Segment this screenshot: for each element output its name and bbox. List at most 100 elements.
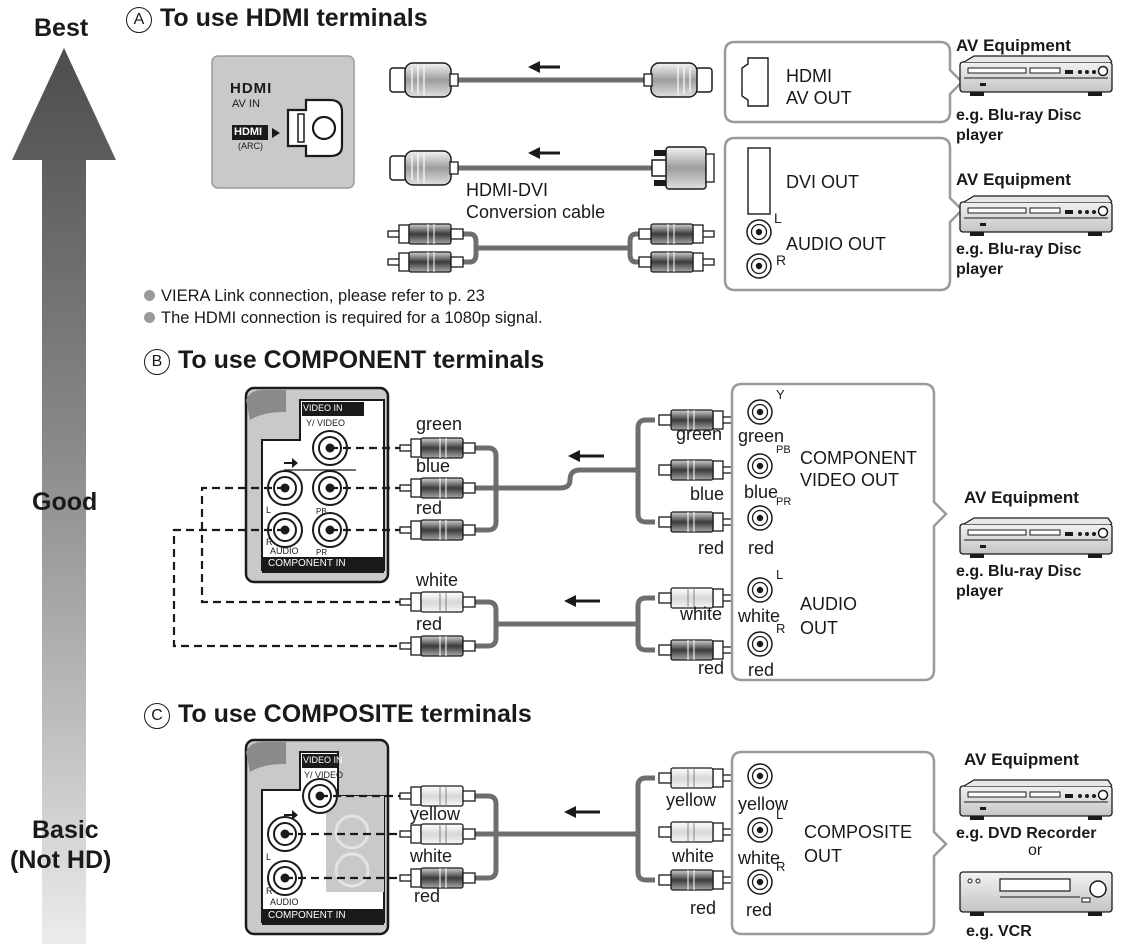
mark-l-c: L: [776, 807, 784, 822]
tv-cable-blue: blue: [416, 456, 451, 476]
tv-r-label-b: R: [266, 537, 273, 547]
hdmi-out-label-2: AV OUT: [786, 88, 852, 108]
jack-label-red: red: [748, 538, 775, 558]
tv-cable-white: white: [416, 570, 459, 590]
tv-audio-label-c: AUDIO: [270, 897, 299, 907]
dvi-out-label: DVI OUT: [786, 172, 860, 192]
tv-l-label-c: L: [266, 852, 272, 862]
note-1080p-text: The HDMI connection is required for a 10…: [161, 309, 543, 327]
av-equipment-heading-a2: AV Equipment: [956, 170, 1071, 189]
best-label: Best: [34, 14, 89, 42]
tv-l-label-b: L: [266, 505, 272, 515]
composite-out-label-2: OUT: [804, 846, 842, 866]
composite-section-art: [244, 738, 1113, 936]
av-equipment-example-a1-line1: e.g. Blu-ray Disc: [956, 107, 1082, 124]
jack-label-white-c: white: [738, 848, 781, 868]
arc-label: (ARC): [238, 141, 263, 151]
tv-cable-red: red: [416, 498, 443, 518]
mark-r-b: R: [776, 621, 786, 636]
conversion-cable-label-1: HDMI-DVI: [466, 180, 548, 200]
av-equipment-heading-a1: AV Equipment: [956, 36, 1071, 55]
device-cable-yellow: yellow: [666, 790, 717, 810]
jack-label-white: white: [738, 606, 781, 626]
mark-pr: PR: [776, 496, 792, 508]
mark-y: Y: [776, 387, 785, 402]
note-viera-link: VIERA Link connection, please refer to p…: [144, 287, 485, 306]
av-equipment-example-a2-line2: player: [956, 261, 1004, 278]
component-section-art: [172, 382, 1113, 682]
av-equipment-heading-b: AV Equipment: [964, 488, 1079, 507]
tv-r-label-c: R: [266, 886, 273, 896]
component-in-label-b: COMPONENT IN: [268, 558, 346, 569]
composite-section-title: C To use COMPOSITE terminals: [144, 700, 532, 729]
device-cable-white-c: white: [672, 846, 715, 866]
device-cable-white: white: [680, 604, 723, 624]
video-in-label-b: VIDEO IN: [303, 403, 343, 413]
mark-pb: PB: [776, 444, 791, 456]
component-video-out-label-1: COMPONENT: [800, 448, 917, 468]
composite-section-title-text: To use COMPOSITE terminals: [178, 700, 532, 728]
audio-l-mark: L: [774, 210, 782, 226]
basic-label: Basic: [32, 816, 99, 845]
note-1080p: The HDMI connection is required for a 10…: [144, 309, 543, 328]
hdmi-section-title-text: To use HDMI terminals: [160, 4, 428, 32]
section-marker-a: A: [126, 7, 152, 33]
tv-cable-green: green: [416, 414, 463, 434]
device-cable-red: red: [698, 538, 725, 558]
or-label: or: [1028, 842, 1043, 859]
device-cable-red-audio: red: [698, 658, 725, 678]
component-video-out-label-2: VIDEO OUT: [800, 470, 900, 490]
audio-out-label-b-2: OUT: [800, 618, 838, 638]
jack-label-green: green: [738, 426, 785, 446]
av-equipment-example-vcr: e.g. VCR: [966, 923, 1032, 940]
hdmi-section-title: A To use HDMI terminals: [126, 4, 428, 33]
basic-label-line1: Basic: [32, 816, 99, 844]
component-section-title-text: To use COMPONENT terminals: [178, 346, 545, 374]
tv-audio-label-b: AUDIO: [270, 546, 299, 556]
device-cable-blue: blue: [690, 484, 725, 504]
av-equipment-example-a2-line1: e.g. Blu-ray Disc: [956, 241, 1082, 258]
jack-label-red-c: red: [746, 900, 773, 920]
av-equipment-example-b-line2: player: [956, 583, 1004, 600]
hdmi-section-art: [211, 40, 1113, 292]
conversion-cable-label-2: Conversion cable: [466, 202, 606, 222]
audio-out-label: AUDIO OUT: [786, 234, 887, 254]
mark-r-c: R: [776, 859, 786, 874]
hdmi-out-label-1: HDMI: [786, 66, 832, 86]
not-hd-label: (Not HD): [10, 846, 112, 874]
audio-r-mark: R: [776, 252, 787, 268]
jack-label-yellow: yellow: [738, 794, 789, 814]
av-equipment-heading-c: AV Equipment: [964, 750, 1079, 769]
section-marker-c: C: [144, 703, 170, 729]
tv-cable-red-audio: red: [416, 614, 443, 634]
av-equipment-example-b-line1: e.g. Blu-ray Disc: [956, 563, 1082, 580]
bullet-dot: [144, 312, 155, 323]
av-in-label: AV IN: [232, 98, 260, 110]
device-cable-green: green: [676, 424, 723, 444]
av-equipment-example-a1-line2: player: [956, 127, 1004, 144]
y-video-label-b: Y/ VIDEO: [306, 418, 346, 428]
tv-cable-yellow: yellow: [410, 804, 461, 824]
composite-out-label-1: COMPOSITE: [804, 822, 913, 842]
pb-label: PB: [316, 507, 327, 516]
jack-label-blue: blue: [744, 482, 779, 502]
component-in-label-c: COMPONENT IN: [268, 910, 346, 921]
hdmi-logo: HDMI: [230, 80, 273, 97]
device-cable-red-c: red: [690, 898, 717, 918]
bullet-dot: [144, 290, 155, 301]
tv-cable-white-c: white: [410, 846, 453, 866]
tv-cable-red-c: red: [414, 886, 441, 906]
good-label: Good: [32, 488, 98, 516]
note-viera-link-text: VIERA Link connection, please refer to p…: [161, 287, 485, 305]
section-marker-b: B: [144, 349, 170, 375]
y-video-label-c: Y/ VIDEO: [304, 770, 344, 780]
av-equipment-example-dvd: e.g. DVD Recorder: [956, 825, 1097, 842]
component-section-title: B To use COMPONENT terminals: [144, 346, 544, 375]
audio-out-label-b-1: AUDIO: [800, 594, 858, 614]
mark-l-b: L: [776, 567, 784, 582]
hdmi-badge: HDMI: [234, 126, 263, 138]
video-in-label-c: VIDEO IN: [303, 755, 343, 765]
quality-scale-arrow: [12, 48, 116, 944]
